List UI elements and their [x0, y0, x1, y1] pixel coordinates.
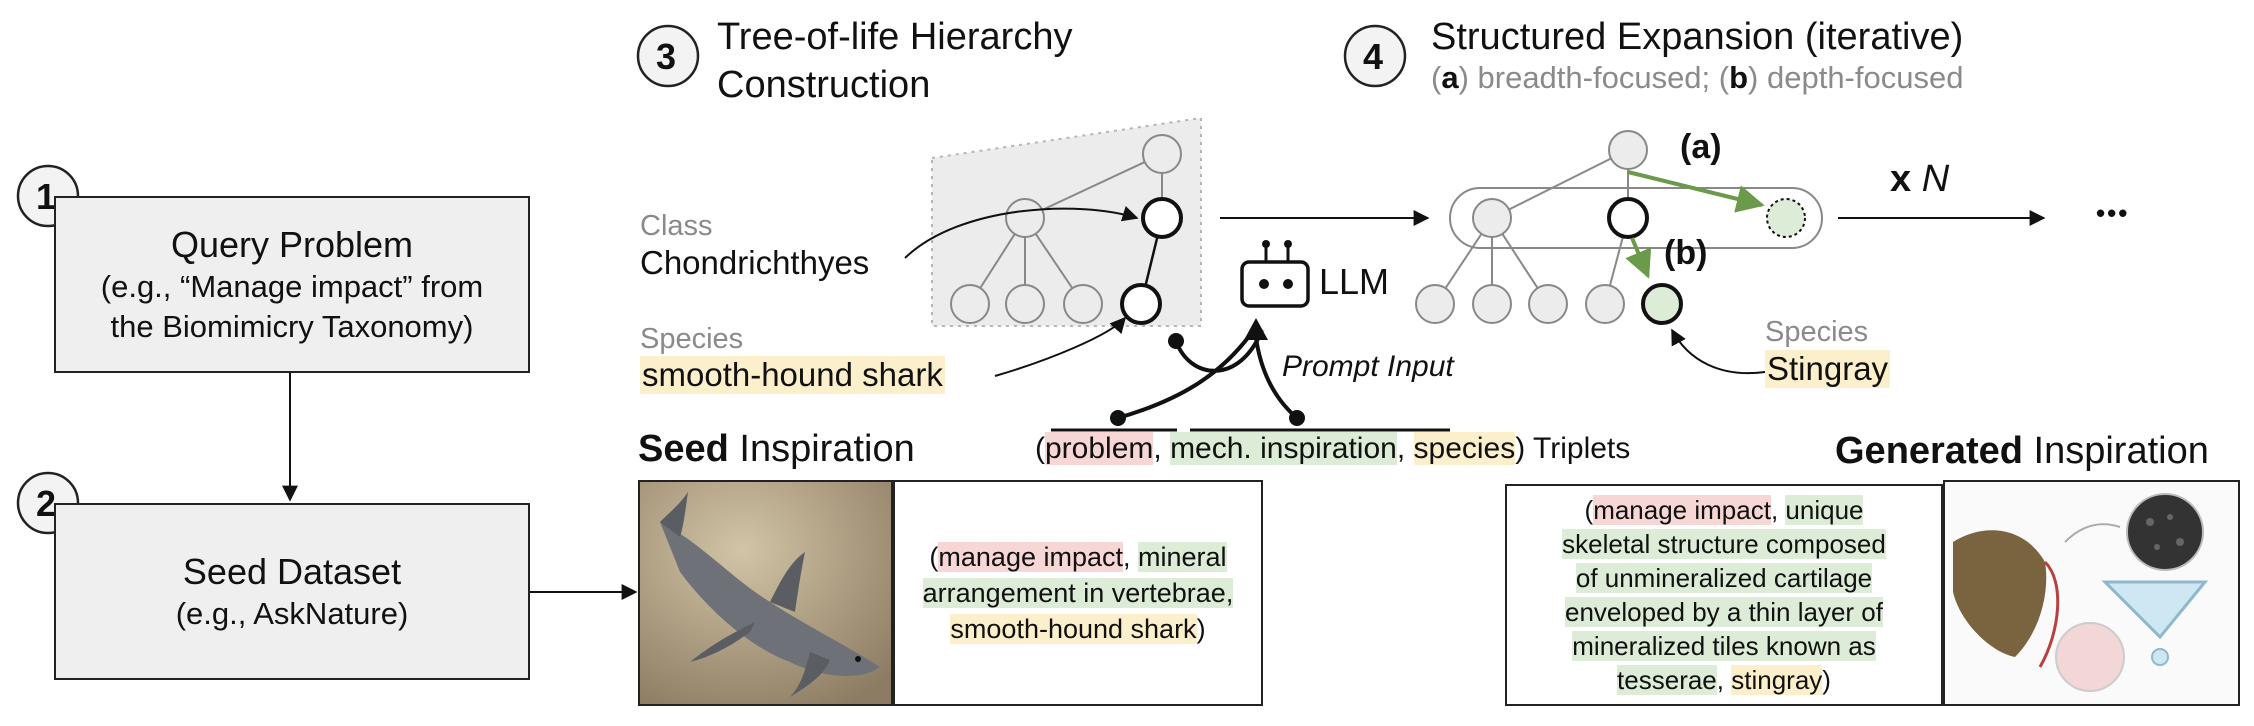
seed-mech2: arrangement in vertebrae, — [922, 578, 1234, 608]
species-label-left: Species — [640, 323, 744, 355]
stingray-illustration — [1945, 482, 2238, 704]
gen-line6: tesserae — [1617, 665, 1717, 695]
seed-dataset-sub: (e.g., AskNature) — [175, 595, 409, 631]
query-problem-sub1: (e.g., “Manage impact” from — [100, 268, 484, 304]
llm-label: LLM — [1319, 261, 1390, 302]
arrow-species-to-node — [994, 316, 1127, 377]
label-b: (b) — [1664, 234, 1708, 272]
gen-line2: skeletal structure composed — [1562, 529, 1886, 559]
gen-comma2: , — [1716, 665, 1732, 695]
gen-line3: of unmineralized cartilage — [1575, 563, 1873, 593]
ellipsis: ••• — [2096, 198, 2130, 228]
step-badge-3 — [636, 24, 700, 88]
stingray-figure — [1943, 480, 2240, 706]
seed-comma: , — [1123, 542, 1139, 572]
step-number-4: 4 — [1363, 36, 1384, 77]
triplet-species: species — [1413, 432, 1516, 465]
triplet-problem: problem — [1045, 432, 1154, 465]
generated-heading-rest: Inspiration — [2022, 430, 2209, 472]
step4-sub-b-text: ) depth-focused — [1748, 60, 1964, 95]
seed-heading-rest: Inspiration — [728, 428, 915, 470]
query-problem-sub2: the Biomimicry Taxonomy) — [110, 308, 474, 344]
tree-node-class — [1141, 197, 1183, 239]
seed-triplet-box: (manage impact, mineral arrangement in v… — [893, 480, 1263, 706]
seed-triplet-text: (manage impact, mineral arrangement in v… — [922, 539, 1234, 647]
triplet-close: ) Triplets — [1515, 432, 1631, 465]
species-value-left: smooth-hound shark — [640, 356, 945, 394]
tree-node-class-expanded — [1607, 197, 1649, 239]
arrow-stingray-to-node — [1671, 328, 1766, 375]
label-a: (a) — [1680, 128, 1722, 166]
query-problem-title: Query Problem — [170, 223, 414, 265]
gen-problem: manage impact — [1593, 495, 1771, 525]
gen-line5: mineralized tiles known as — [1572, 631, 1876, 661]
step4-sub-a-text: ) breadth-focused; ( — [1458, 60, 1730, 95]
seed-species: smooth-hound shark — [950, 614, 1197, 644]
times-x: x — [1890, 158, 1912, 200]
generated-triplet-text: (manage impact, unique skeletal structur… — [1562, 493, 1886, 697]
generated-heading-bold: Generated — [1835, 430, 2023, 472]
seed-mech1: mineral — [1138, 542, 1227, 572]
gen-open: ( — [1584, 495, 1594, 525]
robot-icon — [1240, 240, 1310, 308]
step4-sub-b: b — [1729, 60, 1749, 95]
step3-title-line2: Construction — [717, 64, 931, 106]
prompt-input-label: Prompt Input — [1282, 350, 1454, 383]
gen-close: ) — [1822, 665, 1831, 695]
arrow-class-to-node — [904, 206, 1139, 259]
step3-title-line1: Tree-of-life Hierarchy — [717, 16, 1073, 58]
seed-open: ( — [929, 542, 939, 572]
tree-left — [931, 116, 1202, 327]
times-n: x N — [1890, 158, 1949, 201]
triplet-comma1: , — [1153, 432, 1171, 465]
class-value: Chondrichthyes — [640, 244, 870, 281]
seed-heading: Seed Inspiration — [638, 428, 915, 471]
shark-photo — [638, 480, 893, 706]
step-badge-4 — [1343, 24, 1407, 88]
step4-sub-open: ( — [1431, 60, 1442, 95]
class-label: Class — [640, 210, 713, 242]
prompt-input-curves — [1110, 318, 1305, 426]
gen-line1: unique — [1785, 495, 1864, 525]
generated-heading: Generated Inspiration — [1835, 430, 2209, 473]
tree-node-breadth-new — [1766, 198, 1806, 238]
generated-triplet-box: (manage impact, unique skeletal structur… — [1505, 484, 1943, 706]
triplet-open: ( — [1035, 432, 1045, 465]
seed-heading-bold: Seed — [638, 428, 729, 470]
step-number-2: 2 — [36, 483, 57, 524]
query-problem-box: Query Problem (e.g., “Manage impact” fro… — [54, 196, 530, 373]
seed-dataset-box: Seed Dataset (e.g., AskNature) — [54, 503, 530, 680]
step4-sub-a: a — [1441, 60, 1459, 95]
gen-comma: , — [1770, 495, 1786, 525]
times-n-var: N — [1921, 158, 1950, 200]
triplet-mechanism: mech. inspiration — [1170, 432, 1397, 465]
species-value-right: Stingray — [1765, 350, 1891, 388]
seed-dataset-title: Seed Dataset — [182, 550, 402, 592]
step-number-1: 1 — [36, 176, 57, 217]
tree-right — [1415, 130, 1823, 325]
gen-species: stingray — [1731, 665, 1823, 695]
gen-line4: enveloped by a thin layer of — [1565, 597, 1883, 627]
step-number-3: 3 — [656, 36, 677, 77]
seed-close: ) — [1196, 614, 1206, 644]
seed-problem: manage impact — [938, 542, 1124, 572]
tree-node-depth-new — [1641, 283, 1683, 325]
triplets-line: (problem, mech. inspiration, species) Tr… — [1035, 432, 1630, 466]
tree-node-species — [1120, 283, 1162, 325]
triplet-comma2: , — [1396, 432, 1414, 465]
step4-subtitle: (a) breadth-focused; (b) depth-focused — [1431, 60, 1963, 96]
shark-illustration — [640, 482, 891, 704]
step4-title: Structured Expansion (iterative) — [1431, 16, 1964, 58]
species-label-right: Species — [1765, 316, 1869, 348]
